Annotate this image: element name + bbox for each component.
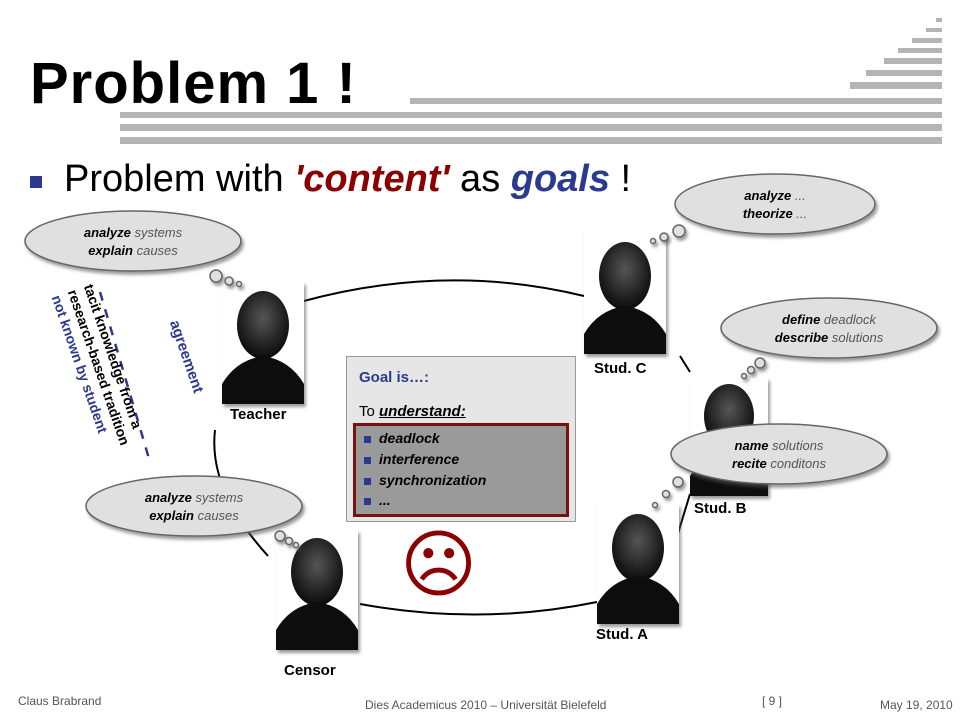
goal-box: Goal is…: To understand: deadlock interf… xyxy=(346,356,576,522)
bubble-rest: ... xyxy=(792,206,808,221)
goal-item-text: synchronization xyxy=(379,472,487,488)
bubble-rest: solutions xyxy=(828,330,884,345)
frown-icon: ☹ xyxy=(400,522,478,608)
goal-item: synchronization xyxy=(364,472,486,488)
bubble-verb: explain xyxy=(88,243,133,258)
bullet-square-icon xyxy=(30,176,42,188)
goal-item: deadlock xyxy=(364,430,440,446)
censor-thought-bubble xyxy=(85,475,303,549)
bubble-line: explain causes xyxy=(124,507,264,525)
bubble-verb: analyze xyxy=(144,490,192,505)
bubble-line: recite conditons xyxy=(704,455,854,473)
content-word: 'content' xyxy=(294,158,450,200)
bubble-verb: analyze xyxy=(83,225,131,240)
arc-studc-studb xyxy=(679,355,691,373)
teacher-bubble-text: analyze systems explain causes xyxy=(63,224,203,260)
goals-word: goals xyxy=(510,158,610,200)
bullet-part: as xyxy=(449,158,511,200)
bullet-part: Problem with xyxy=(64,158,295,200)
stud-c-photo xyxy=(584,232,666,354)
footer-author: Claus Brabrand xyxy=(18,694,102,708)
teacher-label: Teacher xyxy=(230,406,287,423)
censor-label: Censor xyxy=(284,662,336,679)
footer-page: [ 9 ] xyxy=(762,694,783,708)
bullet-square-icon xyxy=(364,477,371,485)
bubble-line: describe solutions xyxy=(754,329,904,347)
goal-item-text: deadlock xyxy=(379,430,440,446)
bubble-rest: systems xyxy=(191,490,244,505)
arc-censor-studa xyxy=(359,601,598,616)
bullet-square-icon xyxy=(364,456,371,464)
bubble-line: analyze ... xyxy=(705,187,845,205)
stud-c-thought-bubble xyxy=(649,173,876,245)
bubble-line: name solutions xyxy=(704,437,854,455)
bubble-verb: theorize xyxy=(742,206,793,221)
bubble-rest: conditons xyxy=(766,456,826,471)
stud-a-photo xyxy=(597,504,679,624)
goal-item: ... xyxy=(364,492,391,508)
goal-item-text: ... xyxy=(379,492,391,508)
stud-c2-bubble-text: define deadlock describe solutions xyxy=(754,311,904,347)
bubble-rest: ... xyxy=(791,188,806,203)
stud-b-bubble-text: name solutions recite conditons xyxy=(704,437,854,473)
bullet-square-icon xyxy=(364,435,371,443)
bullet-square-icon xyxy=(364,497,371,505)
bubble-verb: explain xyxy=(149,508,194,523)
bubble-line: analyze systems xyxy=(63,224,203,242)
stud-c-label: Stud. C xyxy=(594,360,647,377)
stud-b-thought-bubble xyxy=(651,423,888,509)
decorative-bars xyxy=(120,18,942,144)
goal-list: deadlock interference synchronization ..… xyxy=(353,423,569,517)
footer-event: Dies Academicus 2010 – Universität Biele… xyxy=(365,698,607,712)
bubble-rest: deadlock xyxy=(820,312,876,327)
bullet-text: Problem with 'content' as goals ! xyxy=(64,158,631,201)
bubble-rest: causes xyxy=(132,243,178,258)
censor-photo xyxy=(276,530,358,650)
teacher-thought-bubble xyxy=(24,210,243,288)
bubble-line: explain causes xyxy=(63,242,203,260)
goal-prefix: To xyxy=(359,403,380,420)
goal-item-text: interference xyxy=(379,451,460,467)
bubble-rest: causes xyxy=(193,508,239,523)
bubble-verb: recite xyxy=(732,456,767,471)
stud-a-label: Stud. A xyxy=(596,626,648,643)
bubble-verb: describe xyxy=(774,330,829,345)
bubble-verb: analyze xyxy=(744,188,792,203)
goal-understand: To understand: xyxy=(359,403,466,420)
footer-date: May 19, 2010 xyxy=(880,698,953,712)
slide-title: Problem 1 ! xyxy=(30,51,357,116)
understand-word: understand: xyxy=(379,403,466,420)
bubble-line: analyze systems xyxy=(124,489,264,507)
stud-c2-thought-bubble xyxy=(720,297,938,380)
bullet-part: ! xyxy=(610,158,632,200)
teacher-photo xyxy=(222,282,304,404)
bubble-rest: solutions xyxy=(768,438,824,453)
arc-teacher-studc xyxy=(299,279,585,303)
bubble-rest: systems xyxy=(130,225,183,240)
bubble-verb: name xyxy=(734,438,769,453)
censor-bubble-text: analyze systems explain causes xyxy=(124,489,264,525)
bubble-line: theorize ... xyxy=(705,205,845,223)
stud-b-label: Stud. B xyxy=(694,500,747,517)
bubble-verb: define xyxy=(782,312,821,327)
stud-c-bubble-text: analyze ... theorize ... xyxy=(705,187,845,223)
goal-item: interference xyxy=(364,451,459,467)
goal-title: Goal is…: xyxy=(359,369,430,386)
bubble-line: define deadlock xyxy=(754,311,904,329)
dashed-line xyxy=(98,291,152,463)
